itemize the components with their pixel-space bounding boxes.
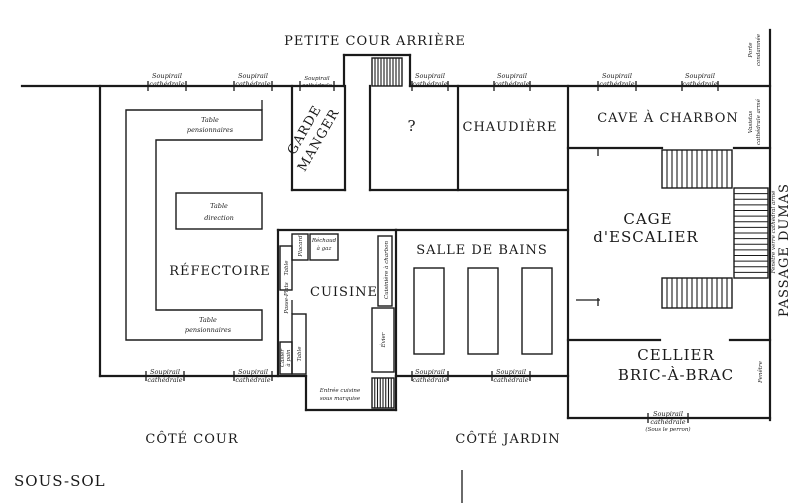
svg-text:cathédrale: cathédrale <box>302 82 333 89</box>
label-fenetre-verre: Fenêtre verre cathédral armé <box>770 190 777 274</box>
soupirail-bottom-1: Soupirail cathédrale <box>145 368 185 384</box>
walls <box>20 28 772 422</box>
label-cote-jardin: CÔTÉ JARDIN <box>455 430 560 447</box>
label-sous-marquise: sous marquise <box>320 396 361 402</box>
labels: PETITE COUR ARRIÈRE CÔTÉ COUR CÔTÉ JARDI… <box>14 33 792 490</box>
label-porte: Porte <box>748 42 754 59</box>
soupirail-top-6: Soupirail cathédrale <box>597 72 637 91</box>
svg-text:Soupirail: Soupirail <box>602 72 632 80</box>
soupirail-top-7: Soupirail cathédrale <box>681 72 719 91</box>
label-pensionnaires-top: pensionnaires <box>187 126 234 134</box>
svg-text:cathédrale: cathédrale <box>412 80 447 88</box>
label-evier: Évier <box>379 332 387 348</box>
soupirail-bottom-2: Soupirail cathédrale <box>233 368 273 384</box>
stair-entree <box>371 377 395 409</box>
svg-text:cathédrale: cathédrale <box>599 80 634 88</box>
svg-text:Soupirail: Soupirail <box>496 368 526 376</box>
svg-text:cathédrale: cathédrale <box>149 80 184 88</box>
furniture <box>125 109 553 375</box>
svg-text:cathédrale: cathédrale <box>650 418 685 426</box>
soupirail-top-5: Soupirail cathédrale <box>493 72 531 91</box>
label-a-gaz: à gaz <box>317 245 332 252</box>
svg-text:Soupirail: Soupirail <box>150 368 180 376</box>
stair-petite-cour <box>371 57 403 87</box>
label-table-kitchen-2: Table <box>297 346 303 362</box>
svg-text:(Sous le perron): (Sous le perron) <box>645 426 690 433</box>
svg-text:cathédrale: cathédrale <box>235 80 270 88</box>
svg-text:cathédrale: cathédrale <box>412 376 447 384</box>
soupirail-bottom-3: Soupirail cathédrale <box>411 368 449 384</box>
plan-title: SOUS-SOL <box>14 472 106 490</box>
svg-text:Soupirail: Soupirail <box>238 72 268 80</box>
label-condamnee: condamnée <box>755 33 762 66</box>
label-cuisine: CUISINE <box>310 285 378 300</box>
svg-text:Soupirail: Soupirail <box>152 72 182 80</box>
label-pensionnaires-bottom: pensionnaires <box>185 326 232 334</box>
label-table-dir: Table <box>210 202 228 210</box>
label-casier: Casier <box>280 349 286 367</box>
label-placard: Placard <box>298 235 304 258</box>
label-table-bottom: Table <box>199 316 217 324</box>
svg-text:Soupirail: Soupirail <box>415 368 445 376</box>
svg-text:Soupirail: Soupirail <box>685 72 715 80</box>
label-cage: CAGE <box>623 210 672 228</box>
label-cote-cour: CÔTÉ COUR <box>145 430 238 447</box>
label-chaudiere: CHAUDIÈRE <box>463 119 558 135</box>
svg-text:Soupirail: Soupirail <box>415 72 445 80</box>
soupirail-top-2: Soupirail cathédrale <box>233 72 273 91</box>
label-rechaud: Réchaud <box>311 237 337 244</box>
label-cuisiniere: Cuisinière à charbon <box>383 240 390 299</box>
label-escalier: d'ESCALIER <box>593 228 698 246</box>
soupirail-bottom-4: Soupirail cathédrale <box>491 368 531 384</box>
label-vasistas: Vasistas <box>748 111 754 134</box>
svg-text:Soupirail: Soupirail <box>238 368 268 376</box>
label-petite-cour: PETITE COUR ARRIÈRE <box>284 33 466 49</box>
label-table-top: Table <box>201 116 219 124</box>
svg-text:cathédrale: cathédrale <box>493 376 528 384</box>
label-passe-plats: Passe-Plats <box>284 282 290 314</box>
label-passage-dumas: PASSAGE DUMAS <box>777 183 792 317</box>
stair-cage-bottom <box>661 277 733 309</box>
svg-text:cathédrale: cathédrale <box>235 376 270 384</box>
soupirail-perron: Soupirail cathédrale (Sous le perron) <box>645 410 690 433</box>
label-cathedrale-arme: cathédrale armé <box>755 98 762 145</box>
svg-text:Soupirail: Soupirail <box>653 410 683 418</box>
svg-text:Soupirail: Soupirail <box>304 76 330 82</box>
label-a-pain: à pain <box>285 349 292 367</box>
label-cellier: CELLIER <box>637 346 715 364</box>
soupirail-top-3: Soupirail cathédrale <box>299 76 335 91</box>
svg-text:Soupirail: Soupirail <box>497 72 527 80</box>
label-fenetre: Fenêtre <box>757 360 764 383</box>
label-refectoire: RÉFECTOIRE <box>169 263 270 279</box>
label-direction: direction <box>204 214 234 222</box>
label-cave-charbon: CAVE À CHARBON <box>597 110 739 126</box>
label-salle-bains: SALLE DE BAINS <box>416 243 548 258</box>
svg-text:cathédrale: cathédrale <box>682 80 717 88</box>
stair-cage-side <box>733 187 769 279</box>
soupirail-top-1: Soupirail cathédrale <box>147 72 187 91</box>
label-table-kitchen-1: Table <box>284 260 290 276</box>
stairs <box>371 57 769 409</box>
label-bric-a-brac: BRIC-À-BRAC <box>618 366 734 384</box>
soupirail-top-4: Soupirail cathédrale <box>411 72 449 91</box>
svg-text:cathédrale: cathédrale <box>494 80 529 88</box>
label-unknown-room: ? <box>407 117 416 135</box>
stair-cage-top <box>661 149 733 189</box>
svg-text:cathédrale: cathédrale <box>147 376 182 384</box>
label-entree: Entrée cuisine <box>319 387 361 394</box>
